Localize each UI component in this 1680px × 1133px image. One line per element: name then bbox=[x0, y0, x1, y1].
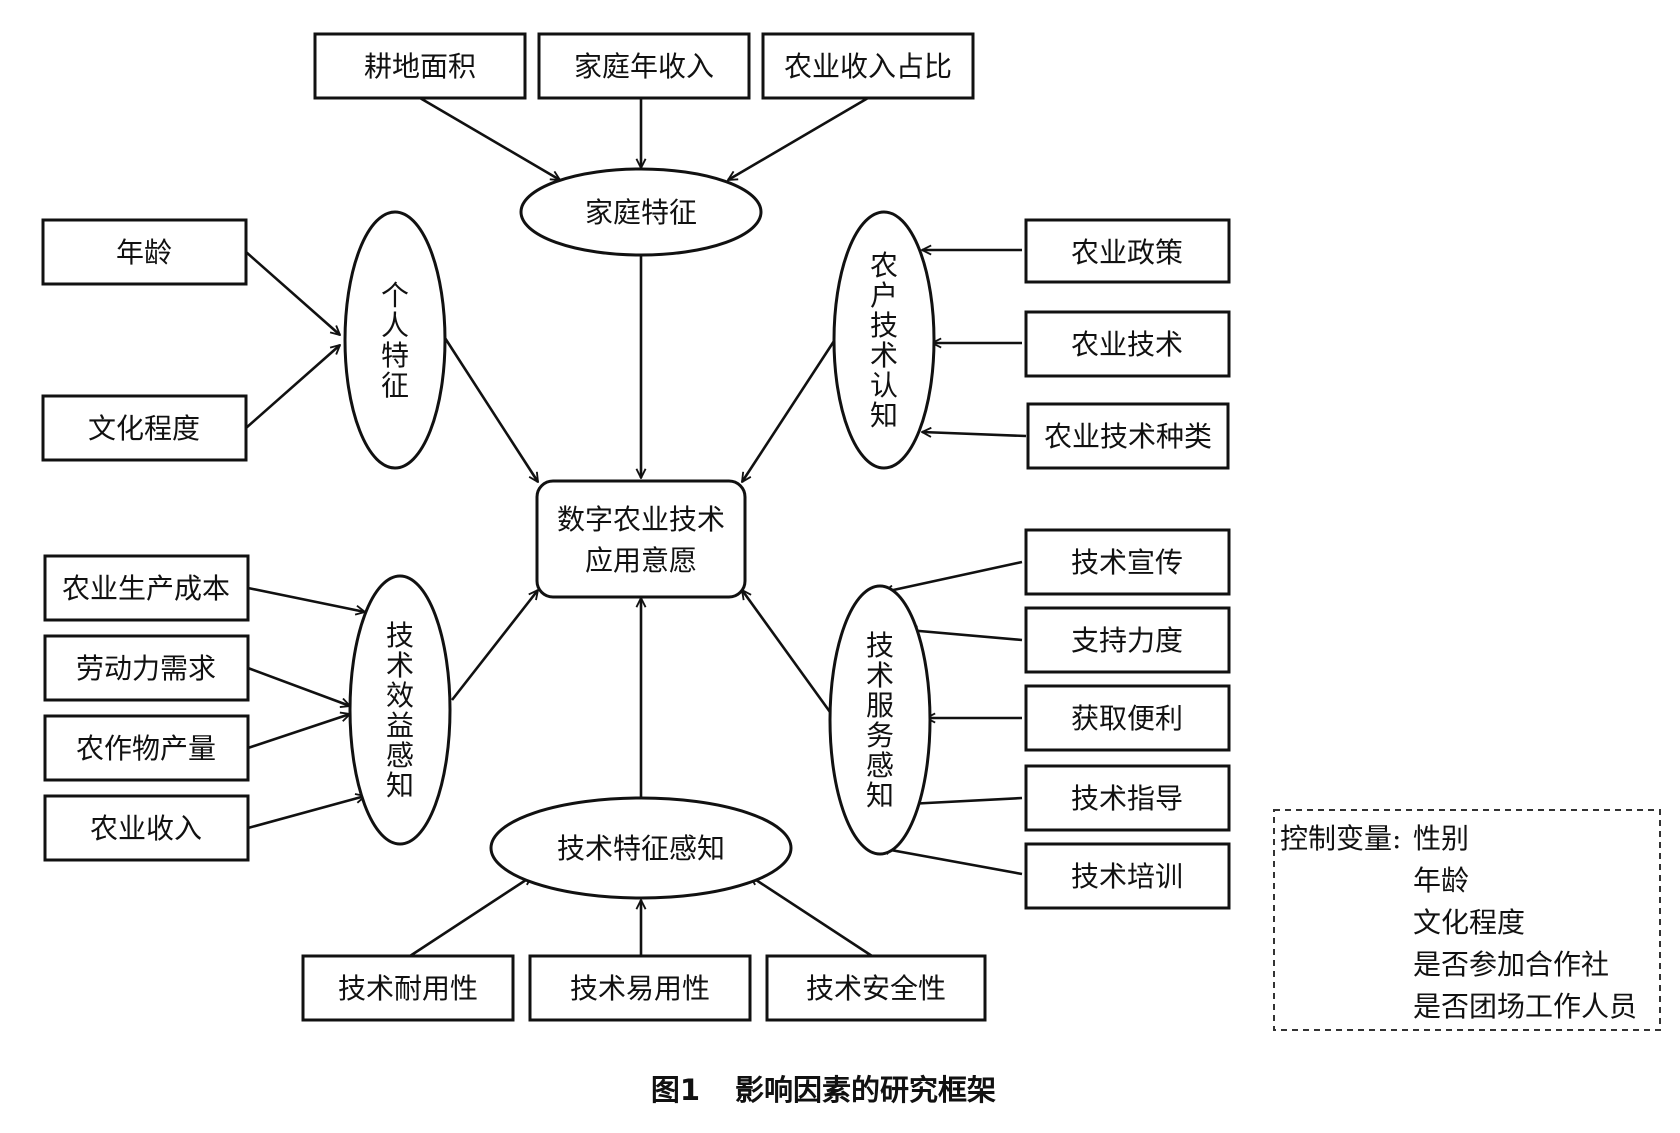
family-oval-label: 家庭特征 bbox=[585, 196, 697, 229]
factor-access-convenience: 获取便利 bbox=[1071, 702, 1183, 735]
edges bbox=[245, 96, 1027, 958]
factor-household-income: 家庭年收入 bbox=[574, 50, 714, 83]
edge-publicity-to-service bbox=[884, 560, 1023, 592]
controls-title: 控制变量: bbox=[1280, 822, 1401, 855]
factor-tech-training: 技术培训 bbox=[1071, 860, 1183, 893]
factor-education: 文化程度 bbox=[88, 412, 200, 445]
factor-agri-policy: 农业政策 bbox=[1071, 236, 1183, 269]
figure-caption: 图1 影响因素的研究框架 bbox=[651, 1073, 996, 1107]
factor-agri-income-share: 农业收入占比 bbox=[784, 50, 952, 83]
caption-title: 影响因素的研究框架 bbox=[735, 1073, 996, 1107]
edge-service-to-center bbox=[742, 590, 832, 713]
control-corps-staff: 是否团场工作人员 bbox=[1413, 990, 1637, 1023]
service-oval-label: 技术服务感知 bbox=[866, 629, 894, 812]
control-gender: 性别 bbox=[1413, 822, 1469, 855]
edge-benefit-to-center bbox=[450, 590, 538, 701]
edge-cognition-to-center bbox=[742, 337, 838, 482]
factor-tech-guidance: 技术指导 bbox=[1071, 782, 1183, 815]
edge-yield-to-benefit bbox=[247, 714, 350, 750]
service-group: 技术宣传 支持力度 获取便利 技术指导 技术培训 技术服务感知 bbox=[828, 528, 1231, 910]
edge-education-to-personal bbox=[245, 345, 340, 429]
factor-agri-income: 农业收入 bbox=[90, 812, 202, 845]
factor-durability: 技术耐用性 bbox=[338, 972, 478, 1005]
factor-tech-publicity: 技术宣传 bbox=[1071, 546, 1183, 579]
factor-agri-technology: 农业技术 bbox=[1071, 328, 1183, 361]
factor-support-level: 支持力度 bbox=[1071, 624, 1183, 657]
cognition-group: 农业政策 农业技术 农业技术种类 农户技术认知 bbox=[832, 210, 1231, 470]
control-variables-box: 控制变量: 性别 年龄 文化程度 是否参加合作社 是否团场工作人员 bbox=[1273, 809, 1661, 1031]
factor-usability: 技术易用性 bbox=[570, 972, 710, 1005]
control-cooperative: 是否参加合作社 bbox=[1413, 948, 1609, 981]
factor-crop-yield: 农作物产量 bbox=[76, 732, 216, 765]
personal-oval-label: 个人特征 bbox=[381, 279, 409, 402]
edge-safety-to-feature bbox=[750, 876, 873, 958]
edge-labor-to-benefit bbox=[247, 666, 350, 706]
factor-age: 年龄 bbox=[116, 236, 172, 269]
factor-production-cost: 农业生产成本 bbox=[62, 572, 230, 605]
edge-cost-to-benefit bbox=[247, 586, 365, 612]
edge-guidance-to-service bbox=[908, 796, 1023, 804]
edge-agri-income-share-to-family bbox=[728, 96, 869, 182]
edge-training-to-service bbox=[880, 848, 1023, 876]
factor-labor-demand: 劳动力需求 bbox=[76, 652, 216, 685]
center-label-line1: 数字农业技术 bbox=[557, 503, 725, 536]
edge-personal-to-center bbox=[443, 337, 538, 482]
factor-agri-tech-types: 农业技术种类 bbox=[1044, 420, 1212, 453]
edge-income-to-benefit bbox=[247, 796, 365, 830]
edge-support-to-service bbox=[908, 630, 1023, 642]
edge-durability-to-feature bbox=[409, 876, 532, 958]
edge-tech-types-to-cognition bbox=[922, 432, 1027, 436]
caption-number: 图1 bbox=[651, 1073, 700, 1107]
benefit-group: 农业生产成本 劳动力需求 农作物产量 农业收入 技术效益感知 bbox=[43, 554, 452, 862]
edge-cultivated-area-to-family bbox=[419, 96, 560, 182]
center-node: 数字农业技术 应用意愿 bbox=[535, 479, 747, 599]
factor-cultivated-area: 耕地面积 bbox=[364, 50, 476, 83]
benefit-oval-label: 技术效益感知 bbox=[386, 619, 414, 802]
feature-oval-label: 技术特征感知 bbox=[557, 832, 725, 865]
personal-group: 年龄 文化程度 个人特征 bbox=[41, 210, 447, 470]
feature-group: 技术特征感知 技术耐用性 技术易用性 技术安全性 bbox=[301, 796, 987, 1022]
control-age: 年龄 bbox=[1413, 864, 1469, 897]
family-group: 耕地面积 家庭年收入 农业收入占比 家庭特征 bbox=[313, 32, 975, 257]
factor-safety: 技术安全性 bbox=[806, 972, 946, 1005]
center-label-line2: 应用意愿 bbox=[585, 544, 697, 577]
edge-age-to-personal bbox=[245, 251, 340, 335]
control-education: 文化程度 bbox=[1413, 906, 1525, 939]
cognition-oval-label: 农户技术认知 bbox=[870, 249, 898, 432]
